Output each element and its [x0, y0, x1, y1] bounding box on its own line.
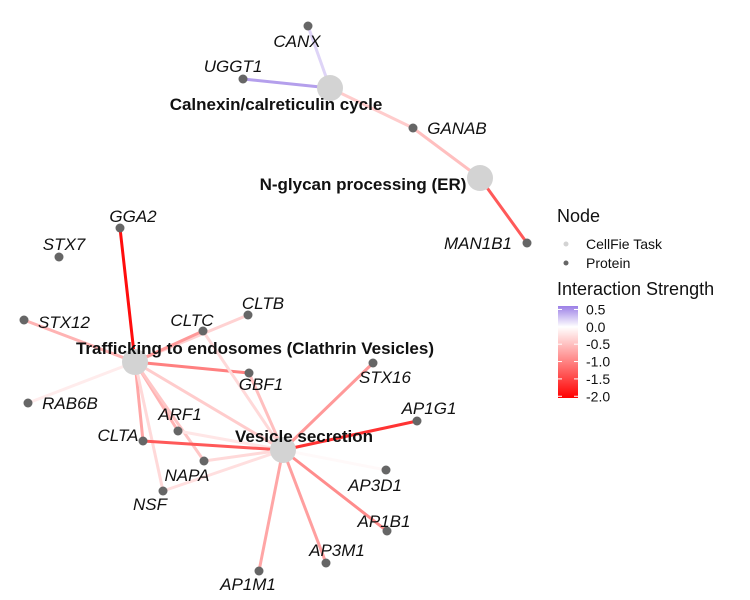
protein-label-AP3M1: AP3M1	[308, 541, 365, 560]
legend-protein-swatch	[563, 260, 569, 266]
protein-label-STX7: STX7	[43, 235, 86, 254]
task-node-calnexin	[317, 75, 343, 101]
task-label-calnexin: Calnexin/calreticulin cycle	[170, 95, 383, 114]
edge-trafficking-NSF	[133, 360, 165, 493]
edge-vesicle-ARF1	[176, 429, 285, 452]
protein-label-GANAB: GANAB	[427, 119, 487, 138]
edge-vesicle-AP1M1	[257, 448, 285, 573]
protein-label-AP1B1: AP1B1	[357, 512, 411, 531]
protein-label-NSF: NSF	[133, 495, 169, 514]
edge-trafficking-vesicle	[133, 360, 285, 452]
task-label-vesicle: Vesicle secretion	[235, 427, 373, 446]
colorbar-ticks: 0.5 0.0-0.5 -1.0-1.5-2.0	[558, 301, 610, 404]
protein-node-NSF	[158, 486, 168, 496]
edge-vesicle-NSF	[161, 448, 285, 493]
edge-vesicle-STX16	[281, 361, 375, 452]
edge-vesicle-NAPA	[202, 448, 285, 463]
legend-strength-title: Interaction Strength	[557, 279, 714, 299]
colorbar-tick-label: -0.5	[586, 336, 610, 352]
protein-node-STX7	[54, 252, 64, 262]
protein-node-STX12	[19, 315, 29, 325]
colorbar-tick-label: -1.0	[586, 354, 610, 370]
protein-node-GGA2	[115, 223, 125, 233]
edge-calnexin-UGGT1	[241, 77, 332, 90]
edge-nglycan-MAN1B1	[478, 176, 529, 245]
protein-node-GBF1	[244, 368, 254, 378]
protein-label-NAPA: NAPA	[164, 466, 209, 485]
protein-node-MAN1B1	[522, 238, 532, 248]
protein-label-CLTC: CLTC	[170, 311, 214, 330]
edge-vesicle-GBF1	[247, 371, 285, 452]
protein-label-STX12: STX12	[38, 313, 91, 332]
protein-node-UGGT1	[238, 74, 248, 84]
edge-vesicle-AP1G1	[281, 419, 419, 452]
edge-vesicle-CLTA	[141, 439, 285, 452]
legend-task-swatch	[563, 241, 569, 247]
legend-node-title: Node	[557, 206, 600, 226]
colorbar-tick-label: -1.5	[586, 371, 610, 387]
protein-node-AP3D1	[381, 465, 391, 475]
colorbar-tick-label: -2.0	[586, 388, 610, 404]
colorbar-tick-label: 0.5	[586, 301, 606, 317]
protein-node-STX16	[368, 358, 378, 368]
strength-colorbar	[558, 306, 578, 398]
protein-node-RAB6B	[23, 398, 33, 408]
edge-trafficking-STX12	[22, 318, 137, 364]
protein-node-AP1M1	[254, 566, 264, 576]
protein-label-GGA2: GGA2	[109, 207, 157, 226]
protein-label-GBF1: GBF1	[239, 375, 283, 394]
task-node-trafficking	[122, 349, 148, 375]
edge-vesicle-CLTC	[201, 329, 285, 452]
legend: Node CellFie Task Protein Interaction St…	[557, 206, 714, 404]
protein-label-CLTA: CLTA	[98, 426, 139, 445]
protein-node-CLTC	[198, 326, 208, 336]
protein-label-AP1M1: AP1M1	[219, 575, 276, 594]
edge-calnexin-GANAB	[328, 86, 415, 130]
protein-label-AP3D1: AP3D1	[347, 476, 402, 495]
task-label-nglycan: N-glycan processing (ER)	[260, 175, 467, 194]
protein-node-GANAB	[408, 123, 418, 133]
protein-label-ARF1: ARF1	[157, 405, 201, 424]
edge-vesicle-AP1B1	[281, 448, 389, 533]
protein-label-STX16: STX16	[359, 368, 412, 387]
protein-node-CLTB	[243, 310, 253, 320]
task-label-trafficking: Trafficking to endosomes (Clathrin Vesic…	[76, 339, 434, 358]
protein-node-CANX	[303, 21, 313, 31]
protein-node-ARF1	[173, 426, 183, 436]
protein-label-UGGT1: UGGT1	[204, 57, 263, 76]
edge-vesicle-AP3M1	[281, 448, 328, 565]
protein-label-CLTB: CLTB	[242, 294, 284, 313]
task-node-nglycan	[467, 165, 493, 191]
task-node-vesicle	[270, 437, 296, 463]
nodes-layer	[19, 21, 532, 576]
protein-node-CLTA	[138, 436, 148, 446]
colorbar-tick-label: 0.0	[586, 319, 606, 335]
legend-protein-label: Protein	[586, 255, 630, 271]
edge-trafficking-GGA2	[118, 226, 137, 364]
legend-task-label: CellFie Task	[586, 236, 663, 252]
edge-trafficking-RAB6B	[26, 360, 137, 405]
edge-vesicle-AP3D1	[281, 448, 388, 472]
edges-layer	[22, 24, 529, 573]
protein-node-AP3M1	[321, 558, 331, 568]
protein-label-MAN1B1: MAN1B1	[444, 234, 512, 253]
protein-node-AP1B1	[382, 526, 392, 536]
protein-node-AP1G1	[412, 416, 422, 426]
protein-node-NAPA	[199, 456, 209, 466]
protein-label-CANX: CANX	[273, 32, 321, 51]
edge-nglycan-GANAB	[411, 126, 482, 180]
protein-label-AP1G1: AP1G1	[401, 399, 457, 418]
protein-label-RAB6B: RAB6B	[42, 394, 98, 413]
